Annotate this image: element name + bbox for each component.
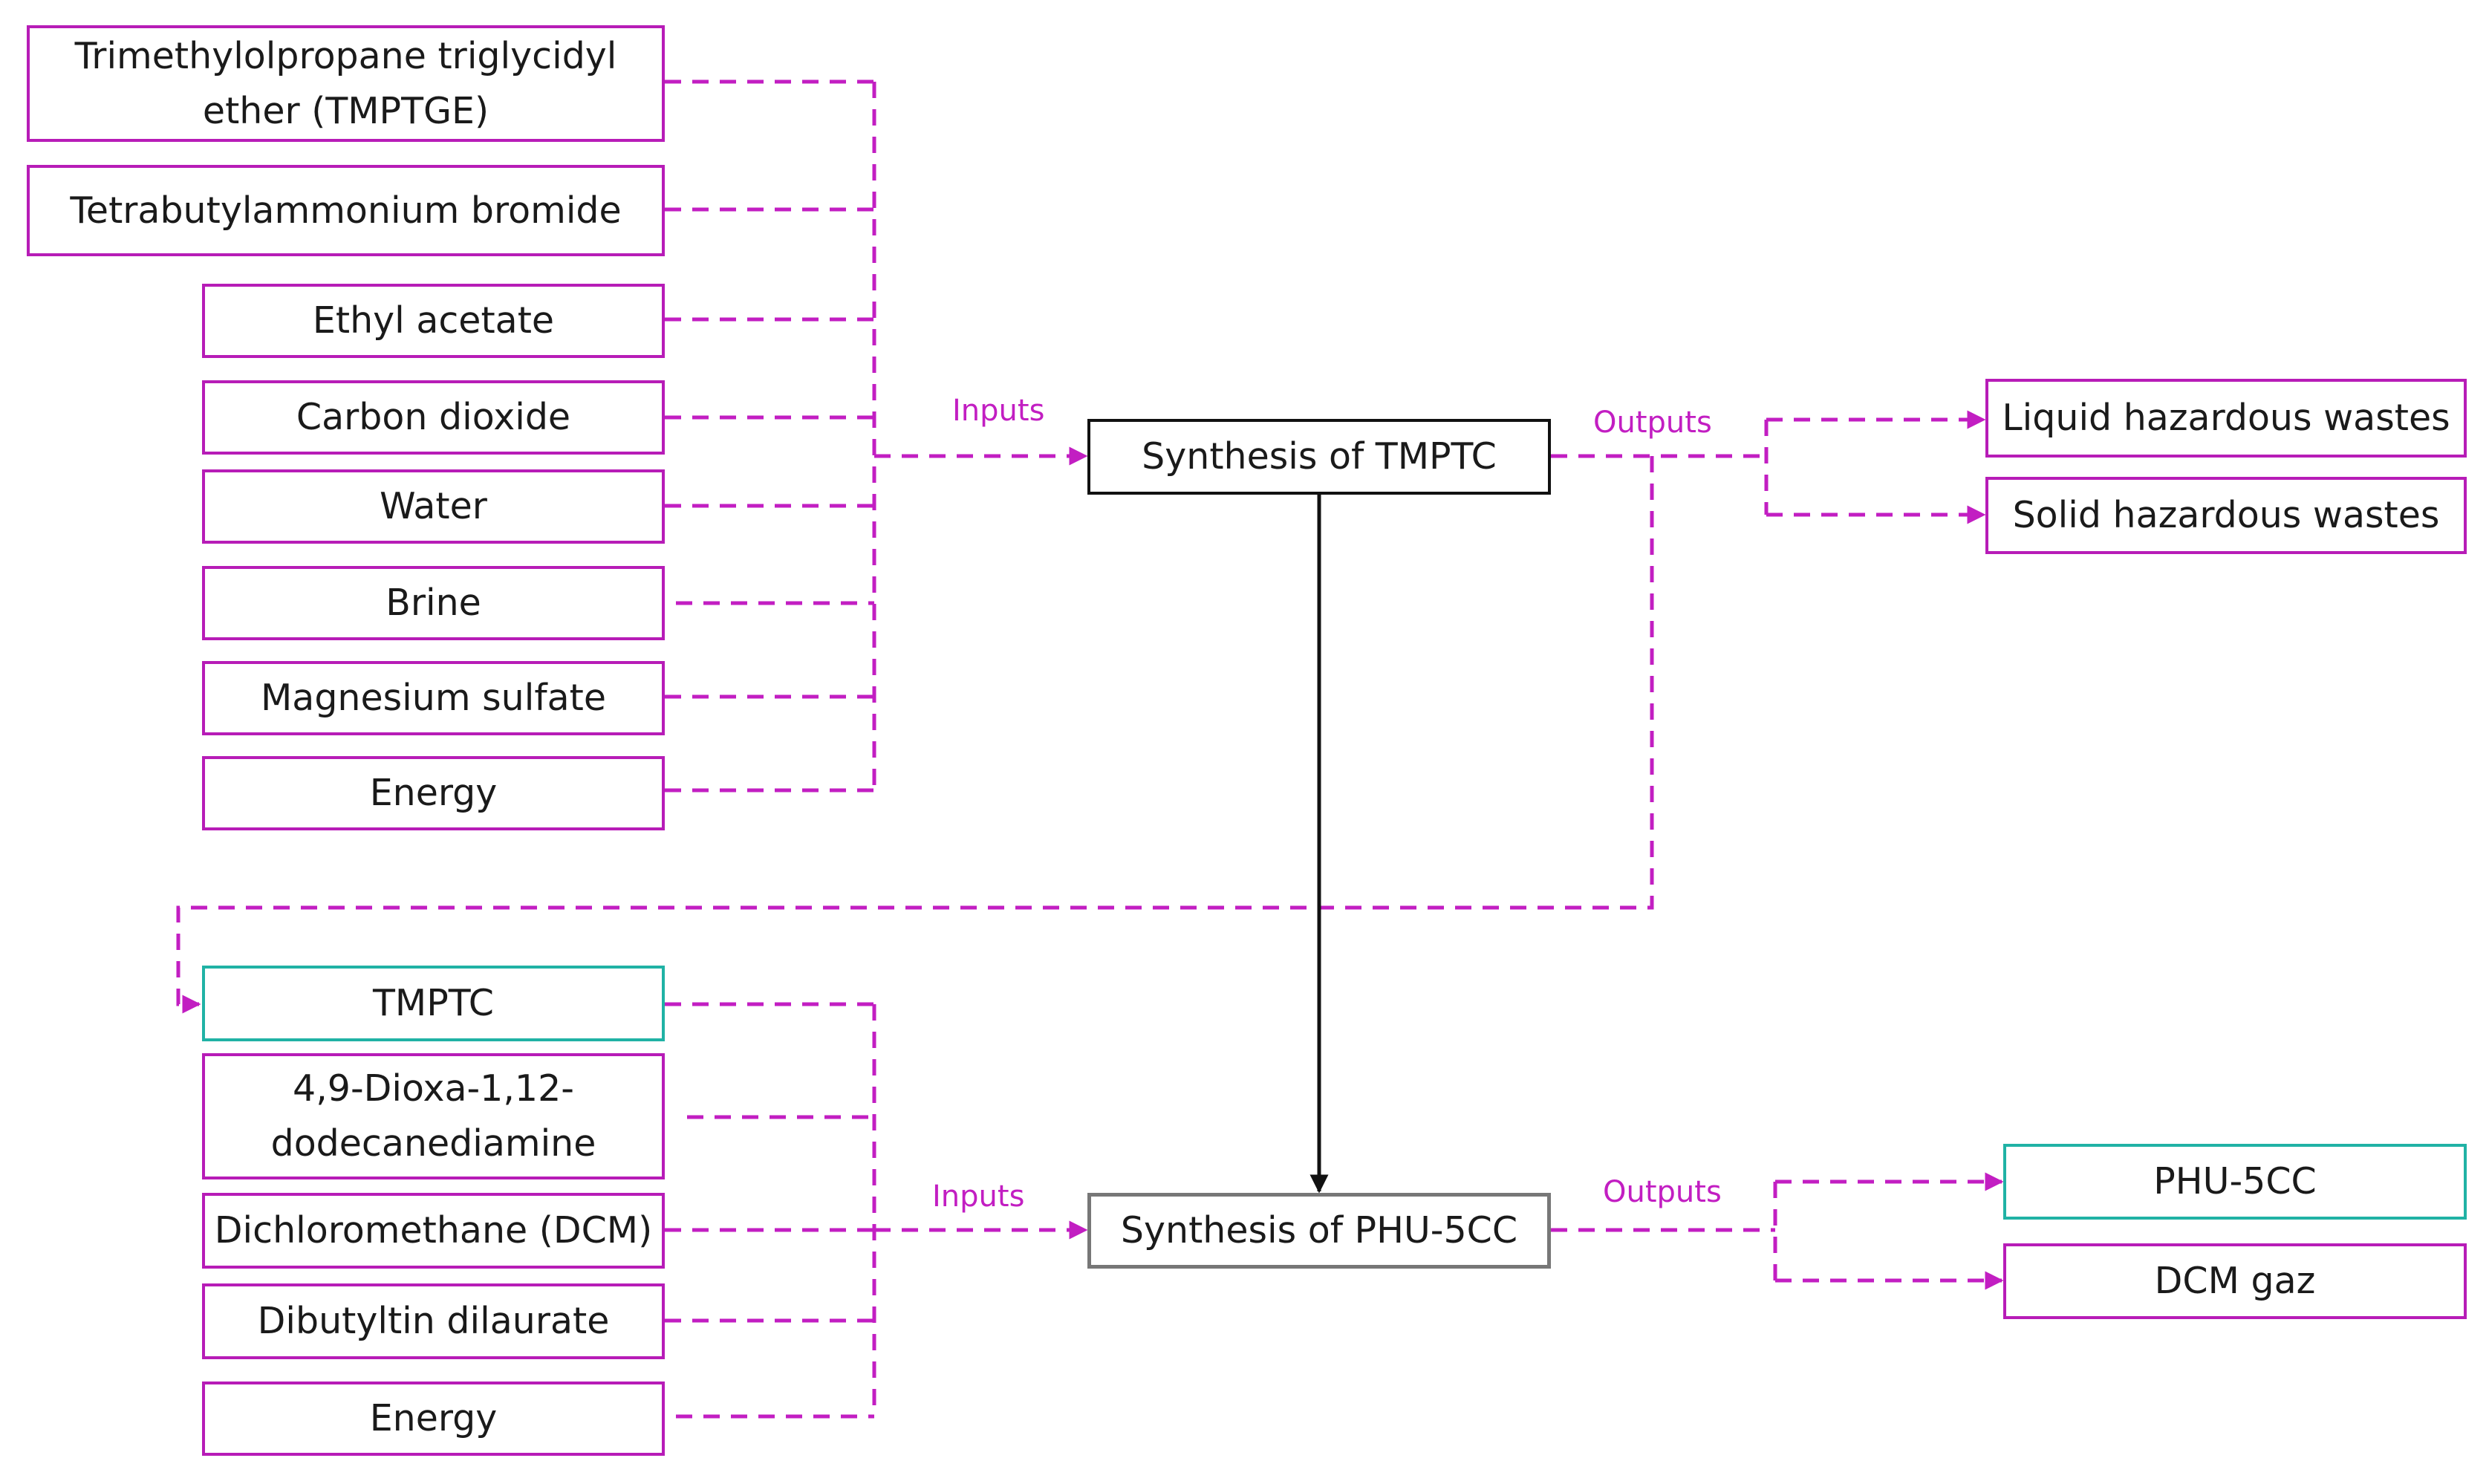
output-dcm-gaz: DCM gaz — [2003, 1243, 2467, 1319]
input-energy: Energy — [202, 756, 665, 830]
input-ethyl-acetate: Ethyl acetate — [202, 284, 665, 358]
output-solid-hazardous-wastes: Solid hazardous wastes — [1985, 477, 2467, 554]
input-dichloromethane: Dichloromethane (DCM) — [202, 1193, 665, 1269]
input-water: Water — [202, 469, 665, 544]
input-tmptge: Trimethylolpropane triglycidyl ether (TM… — [27, 25, 665, 142]
input-brine: Brine — [202, 566, 665, 640]
input-magnesium-sulfate: Magnesium sulfate — [202, 661, 665, 735]
process-synthesis-phu-5cc: Synthesis of PHU-5CC — [1087, 1193, 1551, 1269]
input-tetrabutylammonium-bromide: Tetrabutylammonium bromide — [27, 165, 665, 256]
output-liquid-hazardous-wastes: Liquid hazardous wastes — [1985, 379, 2467, 458]
input-energy-2: Energy — [202, 1382, 665, 1456]
tmptc-recycle-link — [176, 456, 1654, 1014]
input-tmptc: TMPTC — [202, 966, 665, 1041]
inputs-label-2: Inputs — [932, 1179, 1025, 1214]
inputs-label: Inputs — [952, 394, 1045, 428]
process-synthesis-tmptc: Synthesis of TMPTC — [1087, 419, 1551, 495]
input-dibutyltin-dilaurate: Dibutyltin dilaurate — [202, 1283, 665, 1359]
outputs-label-2: Outputs — [1603, 1175, 1722, 1209]
output-phu-5cc: PHU-5CC — [2003, 1144, 2467, 1220]
input-carbon-dioxide: Carbon dioxide — [202, 380, 665, 455]
input-dioxa-dodecanediamine: 4,9-Dioxa-1,12-dodecanediamine — [202, 1053, 665, 1179]
outputs-label: Outputs — [1593, 406, 1712, 440]
